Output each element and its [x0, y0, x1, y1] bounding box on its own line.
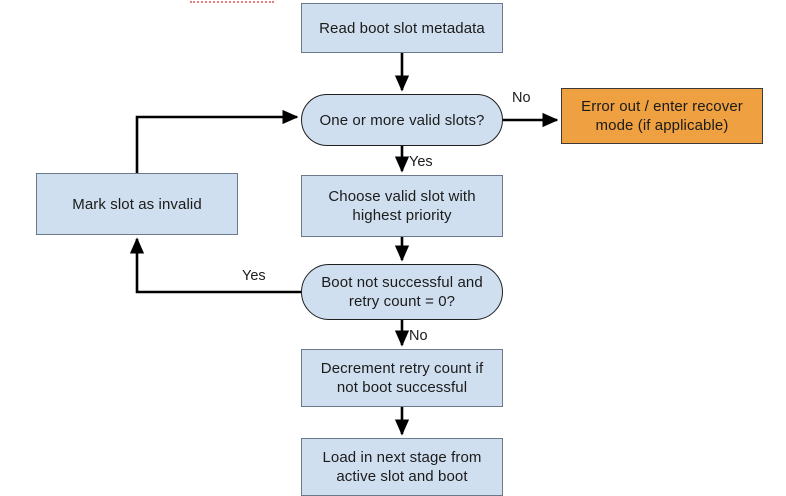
node-label-line-2: mode (if applicable) — [595, 117, 729, 134]
node-label-line-1: Boot not successful and — [321, 274, 483, 291]
node-mark-slot-as-invalid[interactable]: Mark slot as invalid — [36, 173, 238, 235]
node-read-boot-slot-metadata[interactable]: Read boot slot metadata — [301, 3, 503, 53]
node-error-out-enter-recover-mode[interactable]: Error out / enter recover mode (if appli… — [561, 88, 763, 144]
node-label-line-1: Choose valid slot with — [328, 188, 476, 205]
node-label: Decrement retry count if not boot succes… — [321, 359, 483, 397]
node-label-line-2: active slot and boot — [336, 468, 468, 485]
edge-mark-invalid-to-valid-slots — [135, 109, 299, 173]
node-one-or-more-valid-slots[interactable]: One or more valid slots? — [301, 94, 503, 146]
node-label: Error out / enter recover mode (if appli… — [581, 97, 743, 135]
node-label: Mark slot as invalid — [72, 195, 202, 213]
node-label-line-2: highest priority — [352, 207, 452, 224]
node-label: Choose valid slot with highest priority — [328, 187, 475, 225]
edge-label-no-valid-slots: No — [512, 90, 531, 106]
node-label-line-2: not boot successful — [336, 379, 468, 396]
node-label: Read boot slot metadata — [319, 19, 485, 37]
node-decrement-retry-count[interactable]: Decrement retry count if not boot succes… — [301, 349, 503, 407]
node-label: Boot not successful and retry count = 0? — [321, 273, 483, 311]
node-label: One or more valid slots? — [319, 111, 485, 129]
node-load-next-stage-and-boot[interactable]: Load in next stage from active slot and … — [301, 438, 503, 496]
edge-boot-check-to-mark-invalid — [129, 237, 301, 294]
edge-label-yes-boot-failed: Yes — [242, 268, 266, 284]
node-label: Load in next stage from active slot and … — [322, 448, 481, 486]
node-label-line-2: retry count = 0? — [348, 293, 456, 310]
node-boot-not-successful-retry-zero[interactable]: Boot not successful and retry count = 0? — [301, 264, 503, 320]
node-choose-valid-slot-highest-priority[interactable]: Choose valid slot with highest priority — [301, 175, 503, 237]
dotted-marker-line — [190, 1, 274, 3]
edge-label-yes-valid-slots: Yes — [409, 154, 433, 170]
edge-label-no-boot-failed: No — [409, 328, 428, 344]
node-label-line-1: Load in next stage from — [322, 449, 482, 466]
node-label-line-1: Decrement retry count if — [320, 360, 484, 377]
node-label-line-1: Error out / enter recover — [581, 98, 743, 115]
